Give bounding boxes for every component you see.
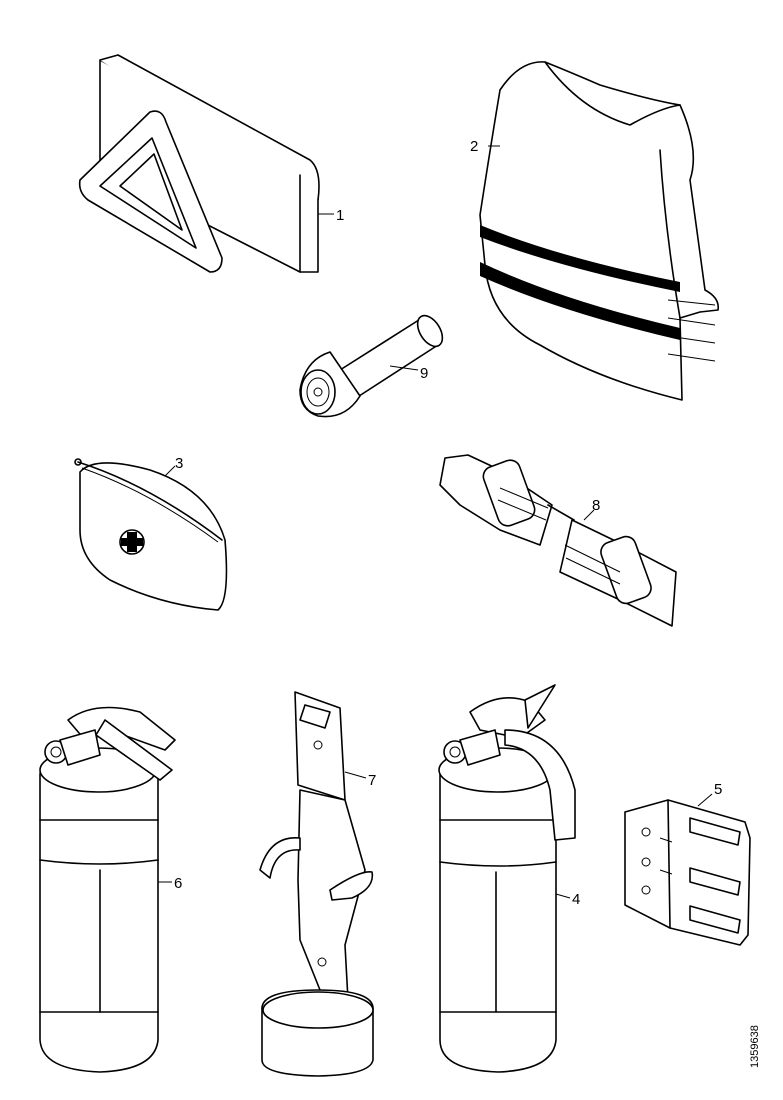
callout-9: 9 — [420, 365, 428, 382]
fire-extinguisher-6 — [39, 706, 176, 1073]
fire-extinguisher-4 — [438, 684, 576, 1073]
leader-5 — [697, 793, 713, 807]
strap — [439, 454, 677, 627]
leader-9 — [389, 365, 419, 371]
drawing-number: 1359638 — [749, 1025, 761, 1068]
mounting-plate — [624, 799, 751, 946]
callout-5: 5 — [714, 781, 722, 798]
leader-7 — [344, 771, 367, 779]
callout-1: 1 — [336, 207, 344, 224]
callout-7: 7 — [368, 772, 376, 789]
leader-8 — [583, 509, 595, 521]
callout-6: 6 — [174, 875, 182, 892]
warning-triangle — [78, 110, 223, 273]
extinguisher-bracket — [259, 691, 374, 1077]
flashlight — [299, 314, 444, 418]
callout-2: 2 — [470, 138, 478, 155]
first-aid-kit — [74, 458, 228, 611]
callout-8: 8 — [592, 497, 600, 514]
callout-3: 3 — [175, 455, 183, 472]
reflective-vest — [479, 61, 720, 401]
leader-4 — [555, 893, 571, 899]
leader-3 — [164, 465, 176, 477]
callout-4: 4 — [572, 891, 580, 908]
